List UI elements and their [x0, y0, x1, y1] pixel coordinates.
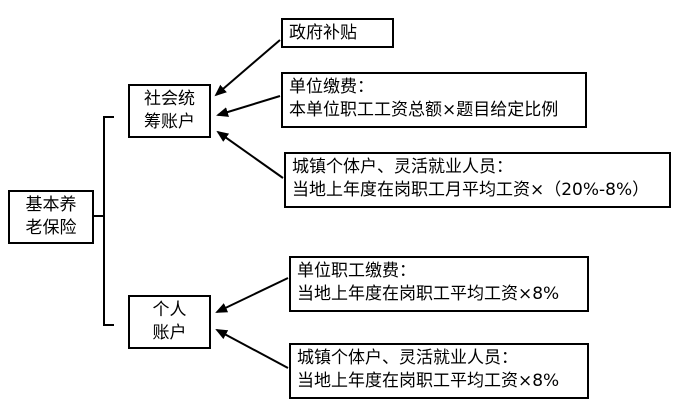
- arrow-subsidy-to-pooling: [214, 39, 281, 97]
- social-pooling-account-node: 社会统 筹账户: [128, 84, 211, 138]
- account-node-line: 筹账户: [144, 112, 195, 132]
- source-node-line: 单位职工缴费：: [297, 261, 416, 281]
- personal-self-employed-node: 城镇个体户、灵活就业人员： 当地上年度在岗职工平均工资×8%: [289, 343, 589, 399]
- account-node-line: 个人: [152, 300, 187, 320]
- arrow-employer-to-pooling: [216, 95, 281, 117]
- employer-contribution-node: 单位缴费： 本单位职工工资总额×题目给定比例: [281, 72, 587, 128]
- arrow-selfemployed-to-personal: [215, 329, 289, 369]
- source-node-line: 单位缴费：: [289, 77, 374, 97]
- source-node-line: 本单位职工工资总额×题目给定比例: [289, 100, 559, 120]
- source-node-line: 政府补贴: [289, 23, 357, 43]
- pooling-self-employed-node: 城镇个体户、灵活就业人员： 当地上年度在岗职工月平均工资×（20%-8%）: [284, 152, 671, 208]
- arrow-employee-to-personal: [215, 277, 289, 313]
- government-subsidy-node: 政府补贴: [281, 18, 394, 48]
- account-node-line: 账户: [152, 323, 187, 343]
- root-node-line: 基本养: [25, 195, 77, 215]
- root-node-line: 老保险: [25, 218, 77, 238]
- source-node-line: 当地上年度在岗职工月平均工资×（20%-8%）: [292, 180, 650, 200]
- account-node-line: 社会统: [144, 89, 195, 109]
- root-node: 基本养 老保险: [8, 190, 94, 244]
- arrow-selfemployed-to-pooling: [216, 130, 284, 179]
- personal-account-node: 个人 账户: [128, 295, 211, 349]
- source-node-line: 当地上年度在岗职工平均工资×8%: [297, 371, 560, 391]
- source-node-line: 城镇个体户、灵活就业人员：: [292, 157, 513, 177]
- source-node-line: 当地上年度在岗职工平均工资×8%: [297, 284, 560, 304]
- bracket-connector: [92, 116, 114, 326]
- source-node-line: 城镇个体户、灵活就业人员：: [297, 348, 518, 368]
- employee-contribution-node: 单位职工缴费： 当地上年度在岗职工平均工资×8%: [289, 256, 589, 312]
